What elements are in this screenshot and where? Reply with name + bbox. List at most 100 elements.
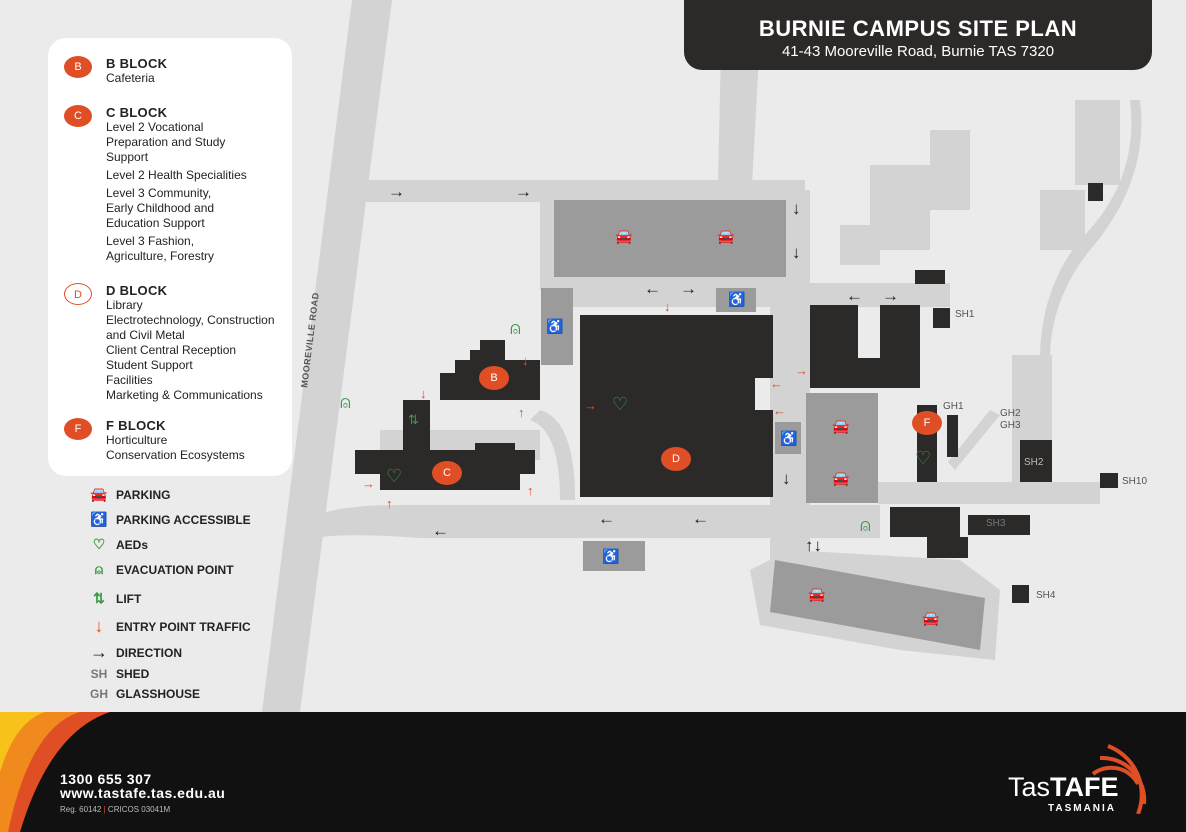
parking-icon: 🚘 [717,228,735,244]
aed-icon: ♡ [915,448,932,468]
badge-b: B [64,56,92,78]
marker-d[interactable]: D [661,447,691,471]
logo-arcs [1091,744,1147,814]
entry-arrow: ↓ [420,386,427,401]
direction-arrow: ← [432,521,449,540]
label-sh10: SH10 [1122,476,1148,487]
label-gh3: GH3 [1000,420,1021,431]
block-line: Client Central Reception [106,343,237,357]
website-link[interactable]: www.tastafe.tas.edu.au [60,785,226,801]
shed-abbrev: SH [90,667,108,681]
direction-arrow: → [515,182,532,201]
label-sh4: SH4 [1036,590,1056,601]
parking-icon: 🚘 [808,586,826,602]
legend-label: PARKING [116,487,171,502]
accessible-parking-icon: ♿ [728,291,746,307]
label-sh2: SH2 [1024,457,1044,468]
block-line: Level 2 Health Specialities [106,168,247,182]
block-line: Conservation Ecosystems [106,448,245,462]
parking-lots [541,200,985,650]
parking-icon: 🚘 [90,486,108,502]
logo-text: Tas [1008,772,1051,802]
entry-arrow: ↑ [527,483,534,498]
block-line: Level 2 Vocational Preparation and Study… [106,120,226,164]
lift-icon: ⇅ [408,412,419,427]
badge-d: D [64,283,92,305]
direction-arrow: ← [692,509,709,528]
block-title: D BLOCK [106,283,168,298]
legend-label: SHED [116,667,150,681]
legend-accessible: ♿PARKING ACCESSIBLE [82,511,251,528]
address: 41-43 Mooreville Road, Burnie TAS 7320 [781,43,1055,60]
legend-glasshouse: GH GLASSHOUSE [82,687,200,701]
entry-arrow: ← [770,376,783,391]
logo-text-bold: TAFE [1050,772,1119,802]
block-line: Facilities [106,373,153,387]
badge-c: C [64,105,92,127]
lift-icon: ⇅ [93,590,105,606]
aed-icon: ♡ [92,536,106,552]
block-line: Level 3 Fashion, Agriculture, Forestry [106,234,215,263]
legend-aed: ♡ AEDs [82,536,148,553]
footer: 1300 655 307 www.tastafe.tas.edu.au Reg.… [0,712,1186,832]
entry-arrow: ↓ [664,299,671,314]
accessible-parking-icon: ♿ [780,430,798,446]
legend-label: ENTRY POINT TRAFFIC [116,619,251,634]
entry-arrow: ↑ [386,496,393,511]
label-gh1: GH1 [943,401,964,412]
block-line: Library [106,298,143,312]
legend-label: PARKING ACCESSIBLE [116,512,251,527]
block-line: Horticulture [106,433,168,447]
buildings [355,183,1118,603]
direction-arrow: ↓ [792,243,801,262]
legend-label: GLASSHOUSE [116,687,201,701]
parking-icon: 🚘 [832,470,850,486]
label-sh3: SH3 [986,518,1006,529]
direction-arrow: → [680,279,697,298]
marker-f[interactable]: F [912,411,942,435]
block-line: Cafeteria [106,71,155,85]
entry-arrow-icon: ↓ [94,616,104,636]
block-line: Level 3 Community, Early Childhood and E… [106,186,215,230]
marker-b[interactable]: B [479,366,509,390]
evacuation-point-icon: ⍝ [860,515,871,535]
reg-number: Reg. 60142 [60,805,102,814]
parking-icon: 🚘 [832,418,850,434]
direction-arrow: → [388,182,405,201]
label-sh1: SH1 [955,309,975,320]
block-line: Marketing & Communications [106,388,263,402]
glasshouse-abbrev: GH [90,687,108,701]
block-d: D D BLOCK Library Electrotechnology, Con… [64,283,296,403]
legend-label: DIRECTION [116,645,182,660]
brand-swoosh [0,712,110,832]
block-line: Student Support [106,358,193,372]
direction-arrow-icon: → [90,642,108,662]
block-title: F BLOCK [106,418,166,433]
block-title: B BLOCK [106,56,168,71]
title-banner: BURNIE CAMPUS SITE PLAN 41-43 Mooreville… [684,0,1152,70]
badge-f: F [64,418,92,440]
evacuation-point-icon: ⍝ [94,561,104,577]
legend-label: AEDs [116,537,149,552]
phone[interactable]: 1300 655 307 [60,771,152,787]
aed-icon: ♡ [612,394,629,414]
contact: 1300 655 307 www.tastafe.tas.edu.au [60,772,225,800]
aed-icon: ♡ [386,466,403,486]
entry-arrow: → [795,363,808,378]
entry-arrow: → [362,476,375,491]
entry-arrow: → [584,398,597,413]
block-legend: B B BLOCK Cafeteria C C BLOCK Level 2 Vo… [48,38,292,476]
marker-c[interactable]: C [432,461,462,485]
entry-arrow: ↓ [522,353,529,368]
legend-evacuation: ⍝EVACUATION POINT [82,561,234,578]
legend-shed: SH SHED [82,667,150,681]
legend-direction: → DIRECTION [82,642,182,663]
registration: Reg. 60142 | CRICOS 03041M [60,805,171,814]
legend-lift: ⇅ LIFT [82,590,141,607]
entry-arrow: ← [773,403,786,418]
legend-parking: 🚘 PARKING [82,486,170,503]
evacuation-point-icon: ⍝ [340,392,351,412]
direction-arrow: → [882,286,899,305]
direction-arrow: ↓ [782,469,791,488]
legend-label: LIFT [116,591,142,606]
